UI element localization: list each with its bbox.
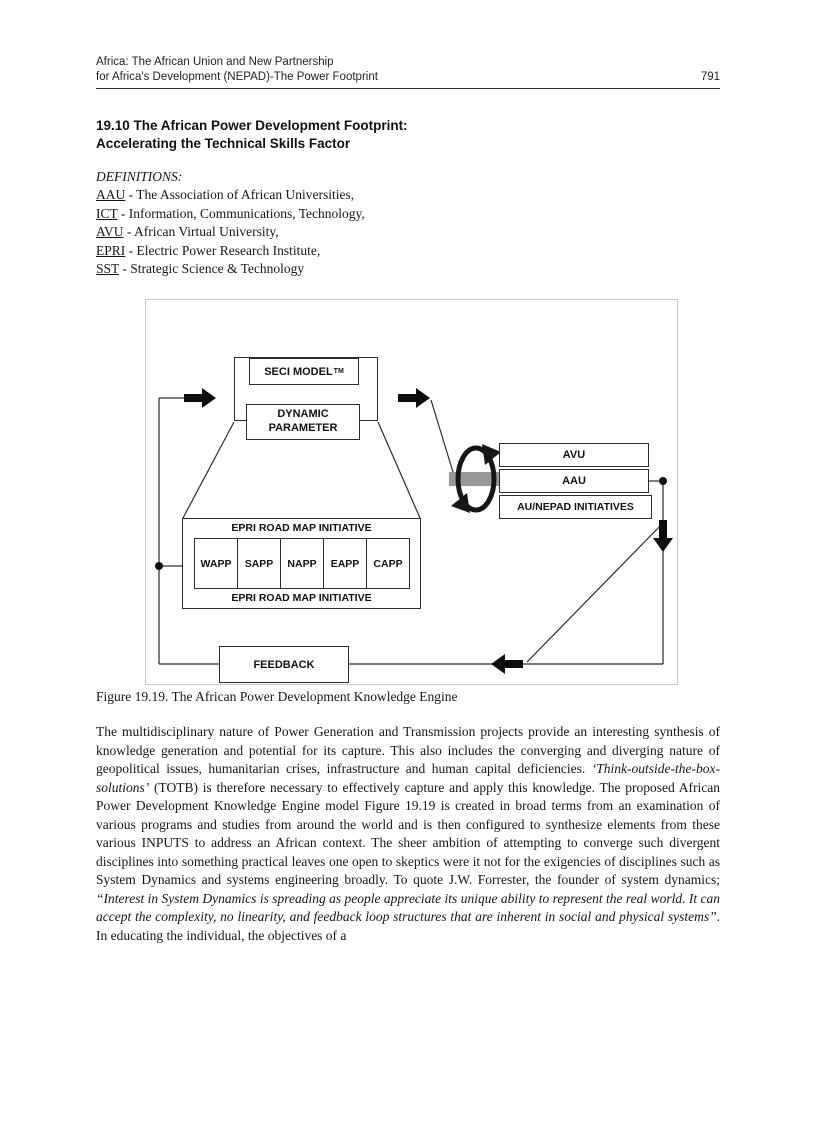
avu-box: AVU	[499, 443, 649, 467]
definitions-title: DEFINITIONS:	[96, 169, 183, 184]
cycle-band	[449, 472, 499, 486]
section-heading-line1: 19.10 The African Power Development Foot…	[96, 118, 408, 133]
body-segment: (TOTB) is therefore necessary to effecti…	[96, 779, 720, 888]
dynamic-parameter-line1: DYNAMIC	[277, 408, 329, 421]
body-paragraph: The multidisciplinary nature of Power Ge…	[96, 723, 720, 946]
connector-lines	[158, 397, 666, 665]
feedback-arrow-icon	[491, 654, 523, 674]
epri-roadmap-box: EPRI ROAD MAP INITIATIVE WAPP SAPP NAPP …	[182, 518, 421, 609]
power-pool-box: SAPP	[237, 538, 281, 589]
definition-item: SST - Strategic Science & Technology	[96, 260, 365, 278]
dynamic-parameter-line2: PARAMETER	[268, 422, 338, 434]
body-segment-italic: “Interest in System Dynamics is spreadin…	[96, 890, 720, 925]
running-header-line2: for Africa's Development (NEPAD)-The Pow…	[96, 71, 378, 83]
page-number: 791	[700, 71, 720, 83]
running-header-row: for Africa's Development (NEPAD)-The Pow…	[96, 71, 720, 83]
power-pool-box: EAPP	[323, 538, 367, 589]
knowledge-cycle-icon	[451, 444, 501, 513]
header-rule	[96, 88, 720, 89]
power-pool-box: WAPP	[194, 538, 238, 589]
definition-abbr: AVU	[96, 224, 124, 240]
diagram-connectors	[155, 388, 673, 674]
definitions-list: DEFINITIONS: AAU - The Association of Af…	[96, 168, 365, 278]
definition-item: ICT - Information, Communications, Techn…	[96, 205, 365, 223]
body-segment: . In educating the individual, the objec…	[96, 909, 720, 944]
output-arrow-icon	[398, 388, 430, 408]
definition-abbr: AAU	[96, 187, 126, 203]
figure-caption: Figure 19.19. The African Power Developm…	[96, 689, 458, 704]
definition-item: AVU - African Virtual University,	[96, 223, 365, 241]
dynamic-parameter-box: DYNAMIC PARAMETER	[246, 404, 360, 440]
aau-box: AAU	[499, 469, 649, 493]
down-arrow-icon	[653, 520, 673, 552]
feedback-box: FEEDBACK	[219, 646, 349, 683]
definition-text: - African Virtual University,	[126, 224, 279, 240]
left-node-dot	[155, 562, 163, 570]
au-nepad-initiatives-box: AU/NEPAD INITIATIVES	[499, 495, 652, 519]
input-arrow-icon	[184, 388, 216, 408]
seci-model-label: SECI MODEL	[264, 365, 333, 378]
epri-roadmap-label-top: EPRI ROAD MAP INITIATIVE	[231, 522, 372, 534]
right-node-dot	[659, 477, 667, 485]
definition-item: EPRI - Electric Power Research Institute…	[96, 242, 365, 260]
section-heading: 19.10 The African Power Development Foot…	[96, 117, 408, 152]
definition-text: - The Association of African Universitie…	[128, 187, 355, 203]
section-heading-line2: Accelerating the Technical Skills Factor	[96, 135, 351, 151]
running-header-line1: Africa: The African Union and New Partne…	[96, 56, 334, 68]
epri-roadmap-label-bottom: EPRI ROAD MAP INITIATIVE	[231, 592, 372, 604]
body-segment-italic: ‘Think-outside-the-box-solutions’	[96, 761, 720, 795]
definition-abbr: SST	[96, 261, 120, 277]
definition-abbr: EPRI	[96, 242, 126, 258]
definition-item: AAU - The Association of African Univers…	[96, 186, 365, 204]
definition-text: - Electric Power Research Institute,	[128, 242, 321, 258]
definition-text: - Information, Communications, Technolog…	[120, 205, 365, 221]
trademark-superscript: TM	[333, 368, 344, 375]
definition-abbr: ICT	[96, 205, 118, 221]
body-segment: The multidisciplinary nature of Power Ge…	[96, 724, 720, 777]
power-pool-box: NAPP	[280, 538, 324, 589]
power-pool-box: CAPP	[366, 538, 410, 589]
power-pools-row: WAPP SAPP NAPP EAPP CAPP	[194, 538, 410, 589]
definition-text: - Strategic Science & Technology	[122, 261, 305, 277]
